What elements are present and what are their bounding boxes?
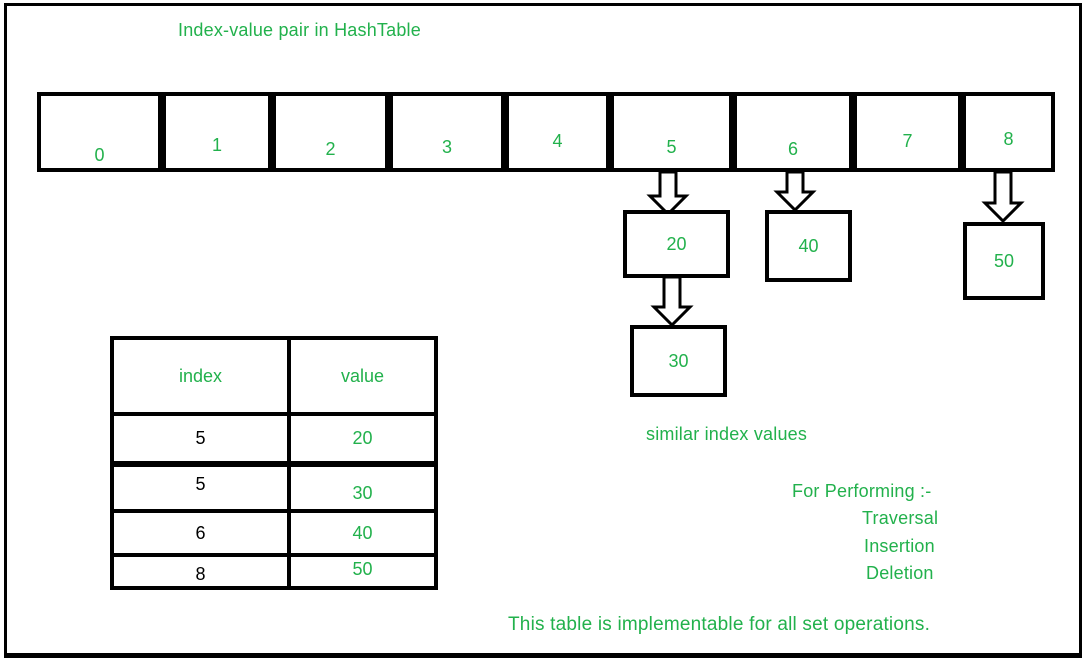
down-arrow-icon xyxy=(650,277,694,327)
column-header-value: value xyxy=(340,365,385,386)
operation-insertion: Insertion xyxy=(864,536,935,556)
chain-box-20: 20 xyxy=(623,210,730,278)
down-arrow-icon xyxy=(773,172,817,212)
array-cell-4: 4 xyxy=(505,92,610,172)
operation-deletion: Deletion xyxy=(866,563,934,583)
footer-note: This table is implementable for all set … xyxy=(508,614,931,635)
array-index-label: 7 xyxy=(902,131,913,151)
index-cell: 6 xyxy=(114,513,291,553)
down-arrow-icon xyxy=(981,172,1025,223)
down-arrow-icon xyxy=(646,172,690,216)
index-cell: 8 xyxy=(114,557,291,586)
chain-box-40: 40 xyxy=(765,210,852,282)
array-cell-8: 8 xyxy=(962,92,1055,172)
table-row: 5 20 xyxy=(114,412,434,461)
chain-value: 40 xyxy=(798,235,819,256)
index-cell: 5 xyxy=(114,467,291,509)
array-cell-3: 3 xyxy=(389,92,505,172)
array-index-label: 4 xyxy=(552,131,563,151)
index-cell: 5 xyxy=(114,416,291,461)
performing-heading: For Performing :- xyxy=(792,481,932,501)
chain-value: 50 xyxy=(993,250,1015,271)
array-index-label: 6 xyxy=(787,139,798,159)
table-row: 5 30 xyxy=(114,461,434,509)
array-cell-6: 6 xyxy=(733,92,853,172)
array-index-label: 0 xyxy=(94,145,105,165)
operation-traversal: Traversal xyxy=(862,508,939,528)
table-row: 8 50 xyxy=(114,553,434,586)
similar-index-note: similar index values xyxy=(646,424,808,444)
array-index-label: 8 xyxy=(1003,129,1014,149)
index-value-table: index value 5 20 5 30 6 40 8 50 xyxy=(110,336,438,590)
array-cell-0: 0 xyxy=(37,92,162,172)
array-cell-2: 2 xyxy=(272,92,389,172)
table-header-row: index value xyxy=(114,340,434,412)
diagram-border xyxy=(4,3,1082,658)
chain-box-50: 50 xyxy=(963,222,1045,300)
array-index-label: 3 xyxy=(441,137,452,157)
array-cell-5: 5 xyxy=(610,92,733,172)
array-index-label: 2 xyxy=(325,139,336,159)
value-cell: 40 xyxy=(352,522,373,543)
chain-value: 30 xyxy=(668,350,689,371)
column-header-index: index xyxy=(114,340,291,412)
chain-value: 20 xyxy=(666,233,687,254)
chain-box-30: 30 xyxy=(630,325,727,397)
table-row: 6 40 xyxy=(114,509,434,553)
value-cell: 20 xyxy=(352,428,373,448)
array-index-label: 1 xyxy=(211,135,222,155)
value-cell: 30 xyxy=(352,482,373,503)
array-cell-1: 1 xyxy=(162,92,272,172)
array-index-label: 5 xyxy=(666,137,677,157)
array-cell-7: 7 xyxy=(853,92,962,172)
value-cell: 50 xyxy=(352,559,373,579)
diagram-title: Index-value pair in HashTable xyxy=(178,20,421,40)
